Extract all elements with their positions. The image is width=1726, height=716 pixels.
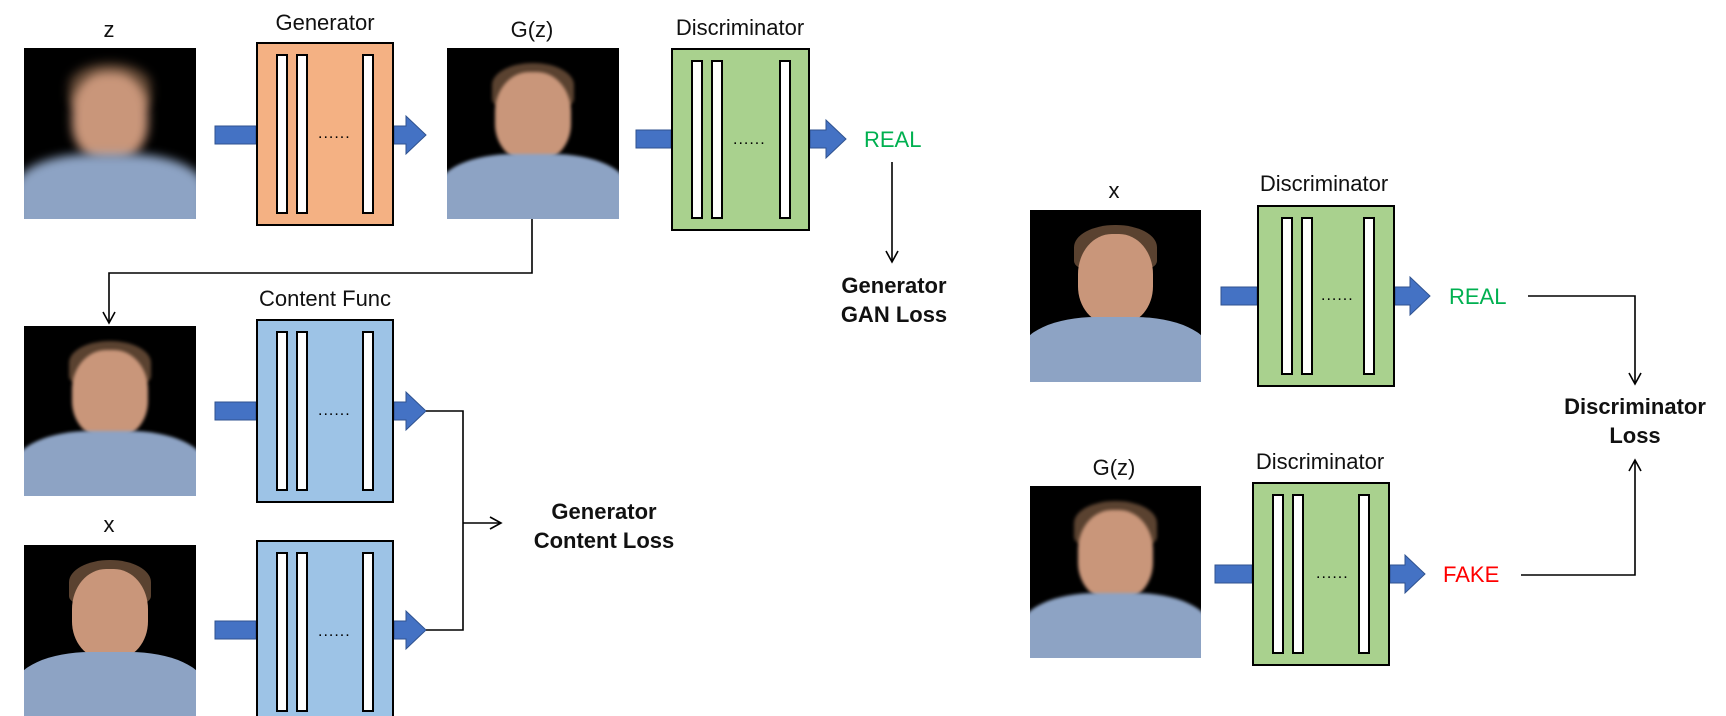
generated-image-content (24, 326, 196, 496)
real-image-disc (1030, 210, 1201, 382)
generated-image-disc (1030, 486, 1201, 658)
content-func-label: Content Func (258, 286, 392, 311)
real-prediction: REAL (864, 127, 922, 152)
discriminator-fake-label: Discriminator (1255, 449, 1385, 474)
discriminator-block-fake: ...... (1252, 482, 1390, 666)
blurry-input-image (24, 48, 196, 219)
discriminator-real-label: Discriminator (1259, 171, 1389, 196)
block-arrows (214, 114, 1431, 651)
generator-gan-loss: Generator GAN Loss (840, 273, 948, 327)
generator-label: Generator (275, 10, 375, 35)
z-label: z (103, 17, 115, 42)
discriminator-block-real: ...... (1257, 205, 1395, 387)
gz-label: G(z) (510, 17, 554, 42)
real-prediction-disc: REAL (1449, 284, 1507, 309)
discriminator-label: Discriminator (675, 15, 805, 40)
gz-label-disc: G(z) (1092, 455, 1136, 480)
x-label-disc: x (1108, 178, 1120, 203)
generated-image (447, 48, 619, 219)
real-image-content (24, 545, 196, 716)
generator-content-loss: Generator Content Loss (533, 499, 675, 553)
content-func-block-top: ...... (256, 319, 394, 503)
x-label-content: x (103, 512, 115, 537)
content-func-block-bottom: ...... (256, 540, 394, 716)
discriminator-loss: Discriminator Loss (1564, 394, 1706, 448)
generator-block: ...... (256, 42, 394, 226)
fake-prediction: FAKE (1443, 562, 1500, 587)
discriminator-block: ...... (671, 48, 810, 231)
